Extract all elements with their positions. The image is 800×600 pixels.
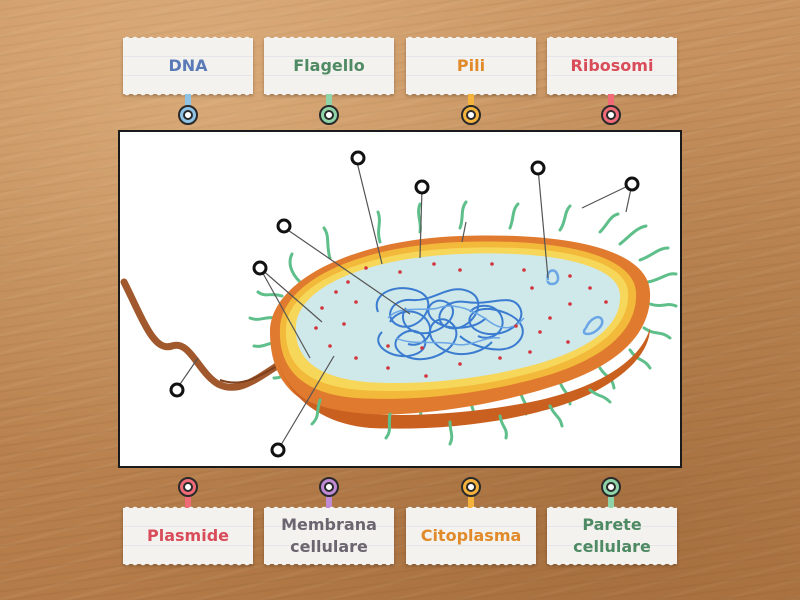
pin-icon-plasmide (178, 477, 198, 508)
label-card-dna[interactable]: DNA (123, 34, 253, 98)
plasmid (546, 269, 560, 286)
target-circle[interactable] (276, 218, 292, 234)
dna-nucleoid (375, 287, 524, 361)
label-text-flagello: Flagello (293, 56, 365, 75)
target-circle[interactable] (350, 150, 366, 166)
label-card-membrana-cellulare[interactable]: Membrana cellulare (264, 504, 394, 568)
label-text-parete-cellulare: Parete cellulare (573, 515, 651, 556)
label-text-pili: Pili (456, 56, 486, 75)
label-card-citoplasma[interactable]: Citoplasma (406, 504, 536, 568)
target-circle[interactable] (624, 176, 640, 192)
label-text-membrana-cellulare: Membrana cellulare (281, 515, 377, 556)
pin-icon-parete (601, 477, 621, 508)
pin-icon-flagello (319, 94, 339, 125)
label-text-plasmide: Plasmide (147, 526, 229, 545)
ribosomes (314, 262, 608, 378)
label-card-parete-cellulare[interactable]: Parete cellulare (547, 504, 677, 568)
pin-icon-membrana (319, 477, 339, 508)
label-card-plasmide[interactable]: Plasmide (123, 504, 253, 568)
target-circle[interactable] (252, 260, 268, 276)
plasmid (582, 316, 604, 336)
flagellum (120, 278, 284, 391)
target-circle[interactable] (169, 382, 185, 398)
target-circle[interactable] (270, 442, 286, 458)
label-card-flagello[interactable]: Flagello (264, 34, 394, 98)
label-text-ribosomi: Ribosomi (570, 56, 654, 75)
pin-icon-ribosomi (601, 94, 621, 125)
label-card-pili[interactable]: Pili (406, 34, 536, 98)
label-card-ribosomi[interactable]: Ribosomi (547, 34, 677, 98)
cytoplasm (295, 253, 621, 384)
pin-icon-citoplasma (461, 477, 481, 508)
label-text-citoplasma: Citoplasma (420, 526, 522, 545)
bacterium-illustration (120, 150, 678, 458)
label-text-dna: DNA (168, 56, 208, 75)
pin-icon-pili (461, 94, 481, 125)
bacterium-diagram (118, 130, 682, 468)
label-targets (169, 150, 640, 458)
pin-icon-dna (178, 94, 198, 125)
target-circle[interactable] (414, 179, 430, 195)
target-circle[interactable] (530, 160, 546, 176)
